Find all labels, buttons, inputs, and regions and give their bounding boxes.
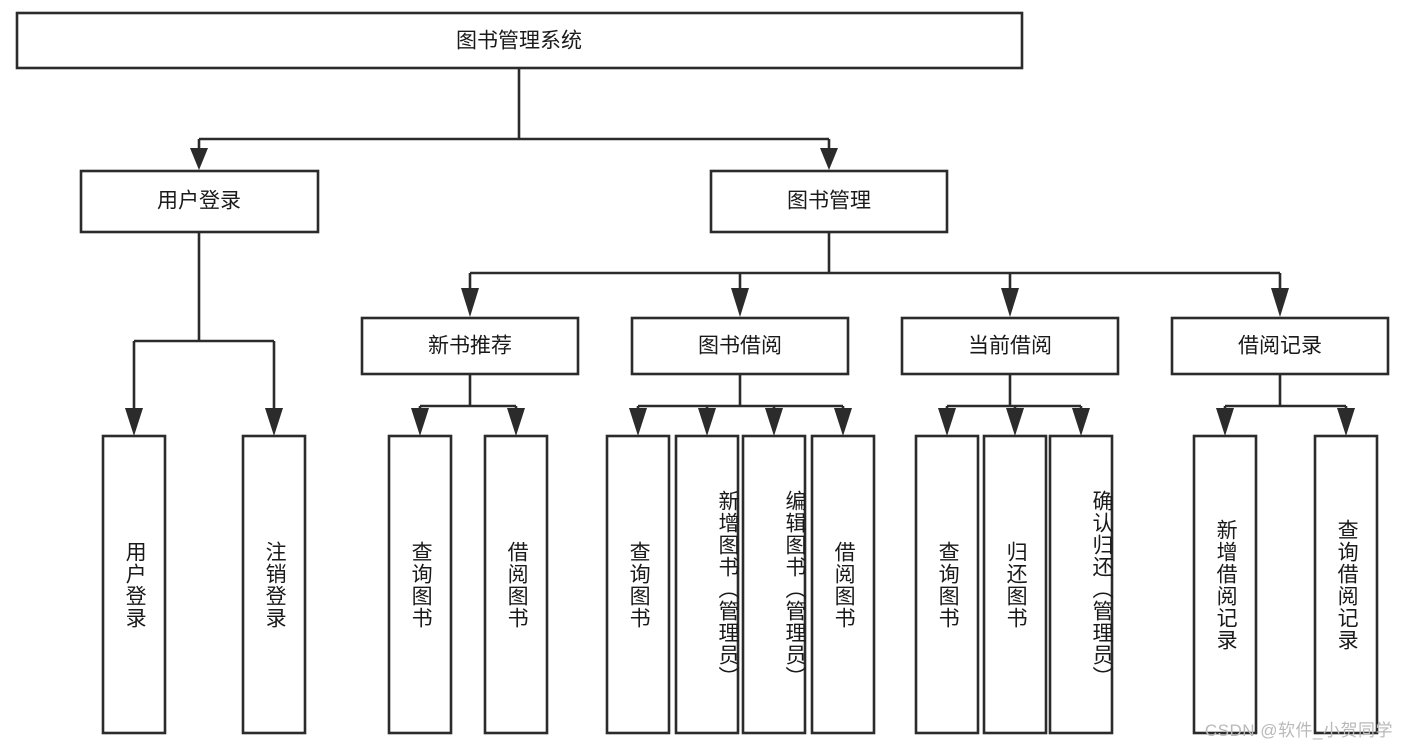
leaf-box-user-login[interactable] [101,434,167,735]
node-borrow-record-label: 借阅记录 [1238,335,1322,358]
arrow-head-br-leaf-2 [1337,408,1355,436]
arrow-head-bb-leaf-4 [834,408,852,436]
leaf-box-query-book-1[interactable] [387,434,453,735]
leaf-box-borrow-book-2[interactable] [810,434,876,735]
node-user-login-label: 用户登录 [157,190,241,213]
arrow-head-user-login-leaf-1 [125,408,143,436]
node-borrow-record-box[interactable] [1170,316,1390,376]
node-new-book-recommend-box[interactable] [360,316,580,376]
node-root-box[interactable] [15,11,1024,70]
arrow-head-nbr-leaf-1 [411,408,429,436]
arrow-head-br-leaf-1 [1216,408,1234,436]
node-user-login[interactable]: 用户登录 [79,169,320,234]
node-root-label: 图书管理系统 [456,30,582,53]
arrow-head-bb-leaf-3 [765,408,783,436]
node-borrow-record[interactable]: 借阅记录 [1170,316,1390,376]
arrow-head-cb-leaf-2 [1006,408,1024,436]
node-book-borrow[interactable]: 图书借阅 [630,316,850,376]
node-current-borrow-box[interactable] [900,316,1120,376]
node-current-borrow[interactable]: 当前借阅 [900,316,1120,376]
arrow-head-root-to-book-management [820,148,838,170]
leaf-box-add-record[interactable] [1192,434,1258,735]
node-book-management-box[interactable] [709,169,949,234]
node-current-borrow-label: 当前借阅 [968,335,1052,358]
leaf-box-query-record[interactable] [1313,434,1379,735]
leaf-box-edit-book[interactable] [741,434,807,735]
arrow-head-cb-leaf-1 [938,408,956,436]
arrow-head-user-login-leaf-2 [265,408,283,436]
arrow-head-bm-to-book-borrow [731,288,749,317]
leaf-box-query-book-2[interactable] [605,434,671,735]
arrow-head-nbr-leaf-2 [507,408,525,436]
arrow-head-bm-to-borrow-record [1271,288,1289,317]
leaf-box-add-book[interactable] [674,434,740,735]
arrow-head-bm-to-new-book-recommend [461,288,479,317]
leaf-box-confirm-return[interactable] [1048,434,1114,735]
node-book-management-label: 图书管理 [787,190,871,213]
arrow-head-bm-to-current-borrow [1001,288,1019,317]
node-book-management[interactable]: 图书管理 [709,169,949,234]
node-book-borrow-label: 图书借阅 [698,335,782,358]
leaf-box-query-book-3[interactable] [914,434,980,735]
arrow-head-bb-leaf-1 [629,408,647,436]
node-root[interactable]: 图书管理系统 [15,11,1024,70]
leaf-box-borrow-book-1[interactable] [483,434,549,735]
leaf-box-logout-login[interactable] [241,434,307,735]
leaf-box-return-book[interactable] [982,434,1048,735]
node-new-book-recommend-label: 新书推荐 [428,335,512,358]
node-book-borrow-box[interactable] [630,316,850,376]
arrow-head-root-to-user-login [190,148,208,170]
arrow-head-bb-leaf-2 [698,408,716,436]
watermark-text: CSDN @软件_小贺同学 [1204,721,1393,740]
node-new-book-recommend[interactable]: 新书推荐 [360,316,580,376]
arrow-head-cb-leaf-3 [1072,408,1090,436]
